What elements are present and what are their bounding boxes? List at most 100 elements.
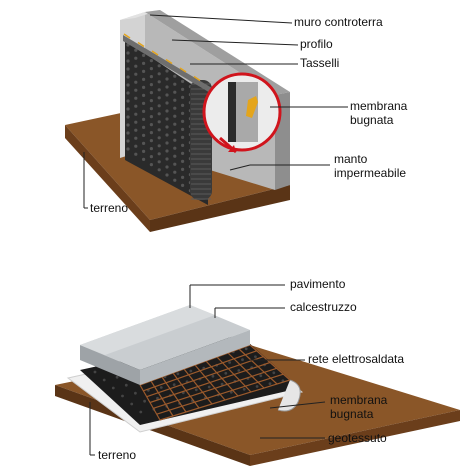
callout-anchor (246, 96, 258, 118)
dimple (244, 347, 248, 351)
dimple (173, 98, 177, 102)
dimple (139, 410, 143, 414)
dimple (255, 385, 259, 388)
pavimento-top (80, 305, 215, 355)
dimple (157, 112, 161, 116)
dimple (173, 90, 177, 94)
dimple (181, 111, 185, 115)
label-terreno-top: terreno (90, 201, 129, 215)
floor-membrane (80, 335, 300, 425)
dimple (149, 147, 153, 151)
dimple (157, 96, 161, 100)
dimple (157, 144, 161, 148)
dimple (126, 75, 130, 79)
dimple (134, 128, 138, 132)
dimple (224, 371, 228, 375)
dimple (268, 382, 272, 386)
dimple (149, 99, 153, 103)
leader-profilo (171, 39, 299, 46)
dimple (173, 74, 177, 78)
dimple (142, 53, 146, 58)
dimple (165, 165, 169, 169)
label-membrana-bugnata-line1: membrana (350, 99, 408, 113)
dimple (181, 167, 185, 171)
dimple (93, 370, 97, 374)
dimple (149, 59, 153, 63)
ground-side (65, 125, 150, 232)
dimple (237, 369, 241, 372)
dimple (149, 123, 153, 127)
label-pavimento: pavimento (290, 277, 346, 291)
dimple (181, 95, 185, 99)
dimple (126, 115, 130, 119)
dimple (241, 358, 244, 362)
mesh-bar (156, 373, 284, 415)
dimple (142, 69, 146, 73)
dimple (157, 64, 161, 68)
mesh-bar (143, 350, 257, 392)
dimple (181, 151, 185, 155)
dimple (134, 88, 138, 92)
dimple (126, 91, 130, 95)
dimple (142, 93, 146, 97)
anchor (151, 50, 159, 56)
anchor (165, 58, 173, 65)
dimple (181, 175, 185, 179)
dimple (134, 391, 137, 395)
dimple (134, 64, 138, 68)
floor-leader-lines (89, 284, 326, 456)
dimple (126, 131, 130, 135)
dimple (142, 125, 146, 129)
dimple (142, 133, 146, 137)
dimple (134, 152, 138, 156)
dimple (229, 390, 233, 394)
dimple (165, 109, 169, 113)
dimple (181, 103, 185, 107)
dimple (142, 61, 146, 65)
dimple (228, 361, 232, 364)
dimple (165, 69, 169, 73)
dimple (149, 163, 153, 167)
dimple (157, 104, 161, 108)
ground-front (150, 185, 290, 232)
label-membrana-bugnata-line2: bugnata (350, 113, 394, 127)
dimple (126, 83, 130, 87)
dimple (173, 170, 177, 174)
roll-texture (191, 83, 211, 200)
label-profilo: profilo (300, 37, 333, 51)
dimple (173, 122, 177, 126)
dimple (130, 402, 134, 406)
leader-manto-a (229, 164, 251, 171)
dimple (157, 128, 161, 132)
dimple (149, 75, 153, 79)
dimple (165, 173, 169, 177)
dimple (173, 178, 177, 182)
membrane-sheet (125, 40, 208, 205)
dimple (126, 59, 130, 63)
callout-arrowhead (228, 145, 236, 152)
dimple (134, 48, 138, 52)
concrete-front (80, 345, 140, 385)
dimple (172, 383, 176, 387)
dimple (173, 162, 177, 166)
anchor (123, 33, 131, 39)
label-terreno-bottom: terreno (98, 448, 137, 462)
dimple (121, 394, 124, 398)
dimple (134, 80, 138, 84)
dimple (194, 388, 198, 392)
callout-membrane (228, 82, 236, 142)
wall-leader-lines (83, 14, 348, 209)
dimple (181, 127, 185, 131)
dimple (242, 387, 246, 391)
dimple (165, 141, 169, 145)
dimple (173, 154, 177, 158)
dimple (142, 141, 146, 145)
dimple (149, 131, 153, 135)
dimple (143, 399, 147, 403)
dimple (134, 72, 138, 76)
dimple (181, 119, 185, 123)
dimple (157, 72, 161, 76)
dimple (157, 168, 161, 172)
dimple (134, 120, 138, 124)
dimple (134, 56, 138, 60)
